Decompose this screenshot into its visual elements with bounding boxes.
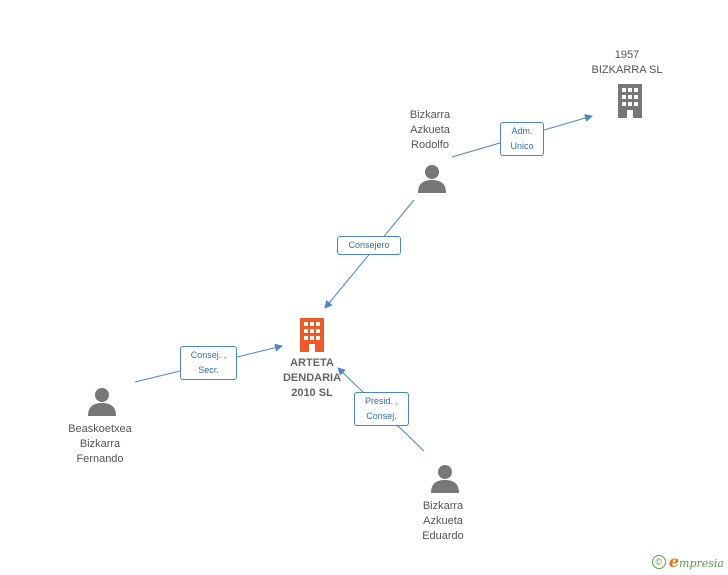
building-icon[interactable]	[296, 318, 328, 352]
brand-initial: e	[668, 552, 680, 571]
edge-label-consej-secr[interactable]: Consej. , Secr.	[180, 346, 237, 380]
person-icon[interactable]	[87, 386, 117, 416]
node-label-eduardo[interactable]: Bizkarra Azkueta Eduardo	[422, 500, 464, 542]
building-icon[interactable]	[614, 84, 646, 118]
footer-brand: © empresia	[651, 552, 724, 571]
node-label-fernando[interactable]: Beaskoetxea Bizkarra Fernando	[68, 423, 132, 465]
edge-label-adm-unico[interactable]: Adm. Unico	[500, 122, 544, 156]
empresia-logo[interactable]: empresia	[669, 552, 724, 571]
person-icon[interactable]	[430, 463, 460, 493]
edge-label-presid-consej[interactable]: Presid. , Consej.	[354, 392, 409, 426]
node-label-bizkarra-sl[interactable]: 1957 BIZKARRA SL	[591, 49, 663, 76]
copyright-icon: ©	[651, 554, 666, 569]
person-icon[interactable]	[417, 163, 447, 193]
node-label-arteta[interactable]: ARTETA DENDARIA 2010 SL	[282, 357, 342, 399]
node-label-rodolfo[interactable]: Bizkarra Azkueta Rodolfo	[409, 109, 451, 151]
brand-name: mpresia	[679, 557, 724, 570]
edge-label-consejero[interactable]: Consejero	[337, 236, 401, 255]
